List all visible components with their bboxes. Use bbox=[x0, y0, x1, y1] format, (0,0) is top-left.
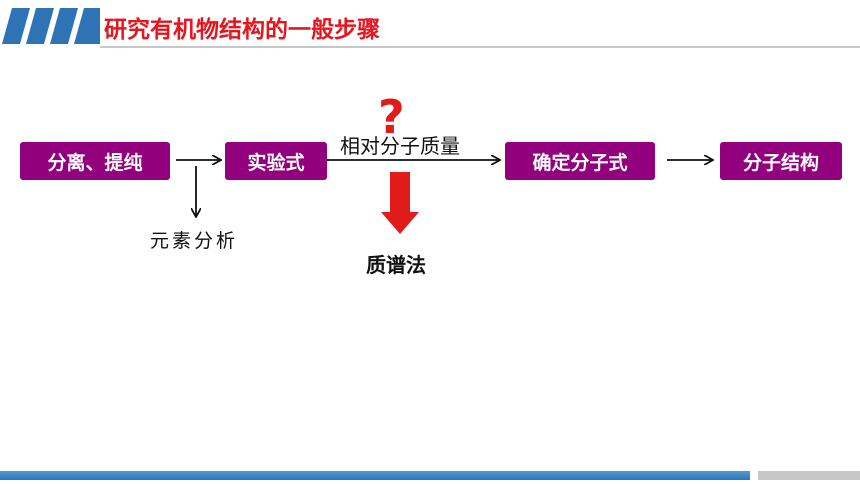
red-down-arrow-icon bbox=[381, 172, 419, 234]
question-mark-icon: ? bbox=[378, 90, 405, 144]
footer-gray-bar bbox=[758, 471, 860, 480]
step-molecular-structure: 分子结构 bbox=[720, 142, 842, 180]
footer-blue-bar bbox=[0, 471, 750, 480]
mass-spectrometry-label: 质谱法 bbox=[366, 253, 426, 277]
header-divider bbox=[100, 46, 860, 48]
page-title: 研究有机物结构的一般步骤 bbox=[104, 17, 380, 43]
element-analysis-label: 元素分析 bbox=[150, 230, 239, 252]
relative-molecular-mass-label: 相对分子质量 bbox=[340, 134, 460, 158]
header-bar bbox=[0, 8, 860, 44]
step-molecular-formula: 确定分子式 bbox=[505, 142, 655, 180]
step-empirical-formula: 实验式 bbox=[225, 142, 327, 180]
header-stripes-decoration bbox=[2, 8, 100, 44]
step-separation-purification: 分离、提纯 bbox=[20, 142, 170, 180]
